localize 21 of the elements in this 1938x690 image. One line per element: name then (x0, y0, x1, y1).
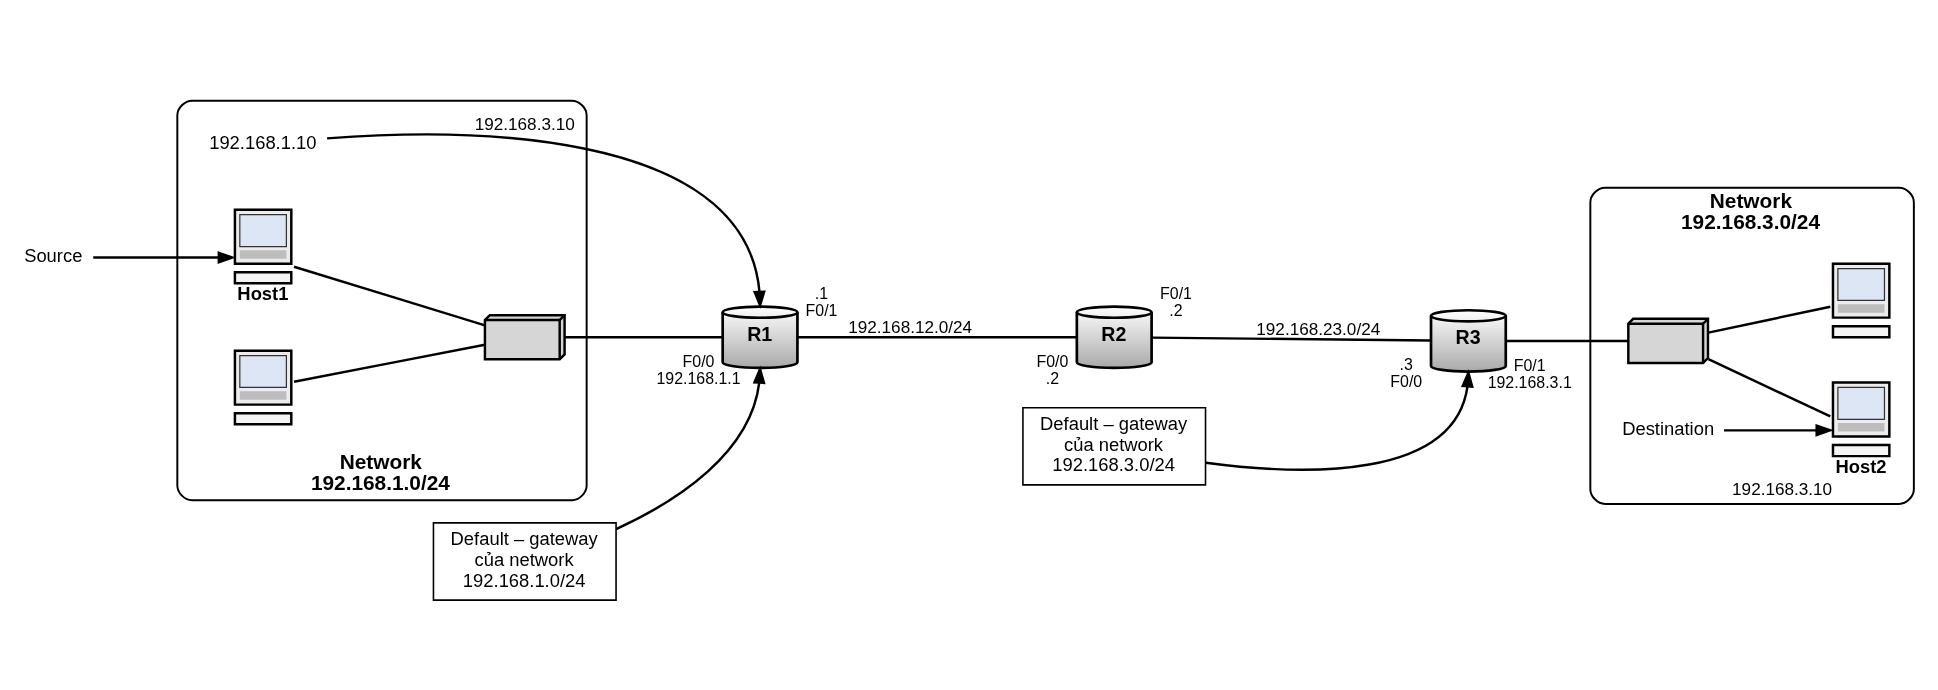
node-label: F0/1 (805, 301, 838, 319)
node-label: F0/0 (1390, 372, 1423, 390)
node-label: .2 (1045, 369, 1060, 387)
node-label: 192.168.3.10 (1732, 478, 1833, 499)
node-text: Destination (1622, 417, 1715, 439)
edge-label: 192.168.12.0/24 (848, 316, 973, 337)
edge-label: 192.168.3.10 (474, 113, 575, 134)
node-label: F0/1 (1513, 356, 1546, 374)
node-text: Source (24, 244, 83, 266)
node-label: Host2 (1835, 455, 1887, 477)
node-label: F0/0 (682, 352, 715, 370)
node-label: F0/0 (1036, 352, 1069, 370)
node-label: 192.168.3.1 (1487, 373, 1572, 391)
node-label: .1 (814, 284, 829, 302)
node-label: F0/1 (1160, 284, 1192, 302)
edge-label: 192.168.23.0/24 (1256, 318, 1381, 339)
node-label: .2 (1169, 301, 1183, 319)
node-label: Host1 (237, 282, 289, 304)
node-label: 192.168.1.1 (656, 369, 741, 387)
node-label: .3 (1399, 355, 1413, 373)
node-text: 192.168.1.10 (209, 131, 317, 153)
